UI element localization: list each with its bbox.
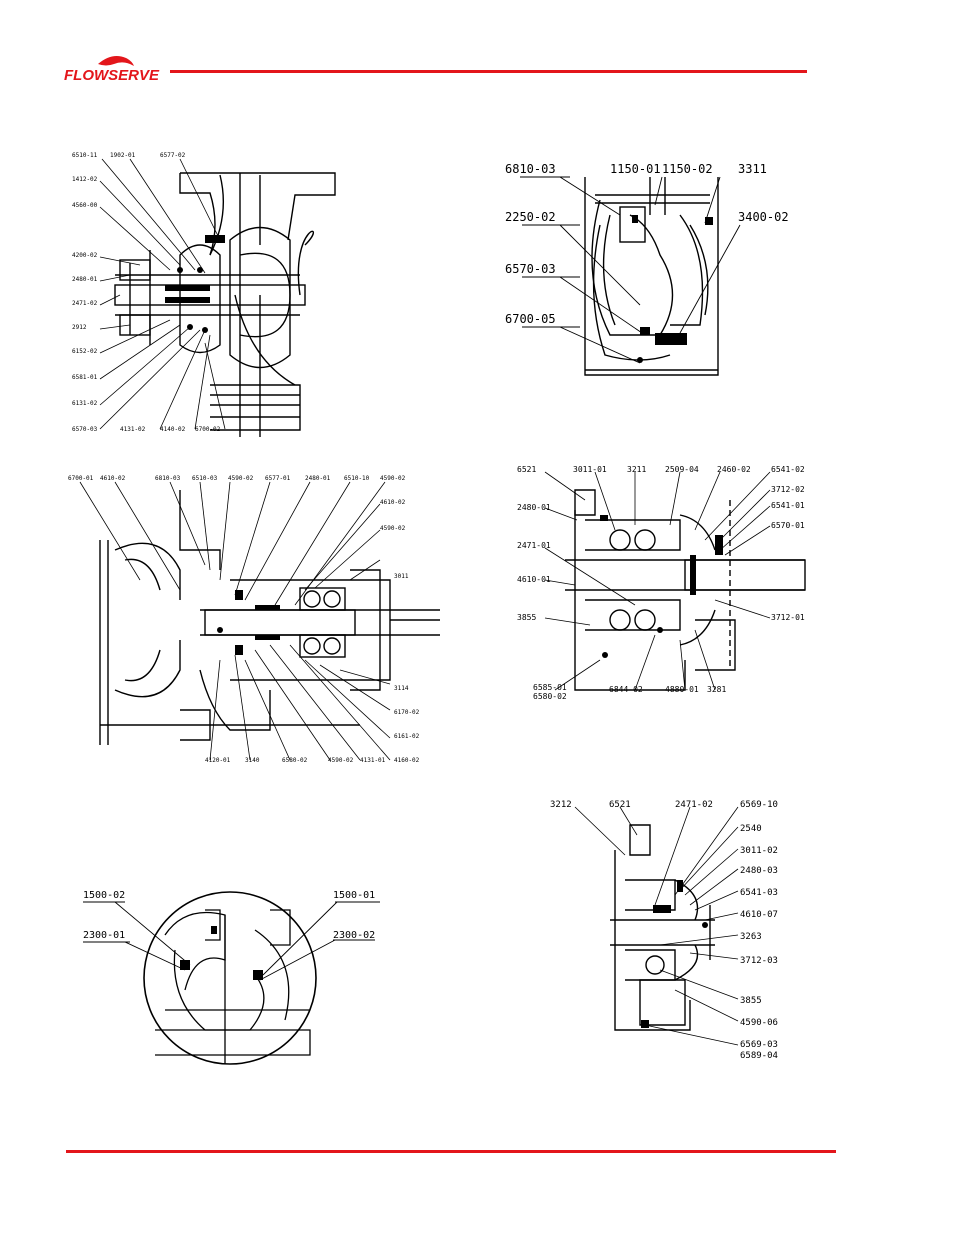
fig1-label: 1412-02 [72, 176, 98, 183]
fig4-label: 6580-02 [533, 692, 567, 701]
fig6-label: 2480-03 [740, 866, 778, 876]
fig1-label: 6700-02 [195, 426, 221, 433]
fig1-label: 6577-02 [160, 152, 186, 159]
fig6-label: 6569-10 [740, 800, 778, 810]
fig4-label: 6844-02 [609, 685, 643, 694]
fig3-label: 6510-10 [344, 475, 370, 482]
fig1-label: 4200-02 [72, 252, 98, 259]
fig5-label: 1500-02 [83, 890, 125, 901]
fig5-label: 2300-01 [83, 930, 125, 941]
figure2-impeller-section: 6810-03 1150-01 1150-02 3311 2250-02 340… [505, 162, 789, 376]
fig4-label: 2480-01 [517, 503, 551, 512]
fig1-label: 2471-02 [72, 300, 98, 307]
fig2-label: 6810-03 [505, 162, 556, 176]
fig1-label: 6152-02 [72, 348, 98, 355]
fig4-label: 2471-01 [517, 541, 551, 550]
fig1-label: 6581-01 [72, 374, 98, 381]
fig1-label: 4131-02 [120, 426, 146, 433]
fig3-label: 3140 [245, 757, 260, 764]
fig2-label: 1150-02 [662, 162, 713, 176]
fig4-label: 6521 [517, 465, 536, 474]
fig3-label: 4610-02 [100, 475, 126, 482]
fig4-label: 4610-01 [517, 575, 551, 584]
fig4-label: 6541-01 [771, 501, 805, 510]
fig2-label: 2250-02 [505, 210, 556, 224]
fig2-label: 3400-02 [738, 210, 789, 224]
fig6-label: 6569-03 [740, 1040, 778, 1050]
fig3-label: 6700-01 [68, 475, 94, 482]
fig3-label: 4131-01 [360, 757, 386, 764]
figure4-bearing-arrangement: 6521 3011-01 3211 2509-04 2460-02 6541-0… [517, 465, 806, 701]
fig6-label: 3855 [740, 996, 762, 1006]
fig2-label: 6570-03 [505, 262, 556, 276]
figure3-bearing-housing-section: 6700-01 4610-02 6810-03 6510-03 4590-02 … [68, 475, 440, 764]
fig6-label: 3712-03 [740, 956, 778, 966]
fig6-label: 3263 [740, 932, 762, 942]
fig4-label: 6541-02 [771, 465, 805, 474]
footer-rule [66, 1150, 836, 1153]
fig1-label: 2912 [72, 324, 87, 331]
fig3-label: 4590-02 [380, 475, 406, 482]
fig6-label: 4610-07 [740, 910, 778, 920]
fig1-label: 6131-02 [72, 400, 98, 407]
fig3-label: 4610-02 [380, 499, 406, 506]
fig2-label: 1150-01 [610, 162, 661, 176]
fig3-label: 2480-01 [305, 475, 331, 482]
fig6-label: 2540 [740, 824, 762, 834]
fig4-label: 3281 [707, 685, 726, 694]
fig6-label: 6541-03 [740, 888, 778, 898]
fig3-label: 4590-02 [228, 475, 254, 482]
fig6-label: 3011-02 [740, 846, 778, 856]
fig3-label: 4590-02 [328, 757, 354, 764]
logo-text: FLOWSERVE [64, 67, 160, 84]
fig5-label: 2300-02 [333, 930, 375, 941]
fig3-label: 3114 [394, 685, 409, 692]
fig4-label: 3211 [627, 465, 646, 474]
fig3-label: 6161-02 [394, 733, 420, 740]
fig4-label: 2509-04 [665, 465, 699, 474]
fig1-label: 6510-11 [72, 152, 98, 159]
fig3-label: 6810-03 [155, 475, 181, 482]
fig1-label: 2480-01 [72, 276, 98, 283]
logo-swoosh [98, 56, 134, 66]
fig4-label: 4880-01 [665, 685, 699, 694]
fig3-label: 6577-01 [265, 475, 291, 482]
fig6-label: 4590-06 [740, 1018, 778, 1028]
header-rule [170, 70, 807, 73]
fig6-label: 3212 [550, 800, 572, 810]
fig4-label: 2460-02 [717, 465, 751, 474]
fig3-label: 4120-01 [205, 757, 231, 764]
fig4-label: 3712-02 [771, 485, 805, 494]
fig1-label: 4140-02 [160, 426, 186, 433]
fig4-label: 3712-01 [771, 613, 805, 622]
fig3-label: 4590-02 [380, 525, 406, 532]
fig4-label: 3855 [517, 613, 536, 622]
fig3-label: 6580-02 [282, 757, 308, 764]
fig2-label: 6700-05 [505, 312, 556, 326]
fig6-label: 6521 [609, 800, 631, 810]
figure6-outboard-housing: 3212 6521 2471-02 6569-10 2540 3011-02 2… [550, 800, 778, 1061]
fig5-label: 1500-01 [333, 890, 375, 901]
fig4-label: 6570-01 [771, 521, 805, 530]
fig1-label: 6570-03 [72, 426, 98, 433]
figure5-wear-ring-detail: 1500-02 1500-01 2300-01 2300-02 [83, 890, 380, 1065]
fig3-label: 4160-02 [394, 757, 420, 764]
fig4-label: 6585-01 [533, 683, 567, 692]
fig6-label: 6589-04 [740, 1051, 778, 1061]
fig3-label: 6170-02 [394, 709, 420, 716]
flowserve-logo: FLOWSERVE [64, 56, 160, 84]
figure1-pump-section: 6510-11 1902-01 6577-02 1412-02 4560-00 … [72, 152, 336, 437]
fig3-label: 6510-03 [192, 475, 218, 482]
fig1-label: 4560-00 [72, 202, 98, 209]
fig3-label: 3011 [394, 573, 409, 580]
fig6-label: 2471-02 [675, 800, 713, 810]
fig1-label: 1902-01 [110, 152, 136, 159]
fig2-label: 3311 [738, 162, 767, 176]
fig4-label: 3011-01 [573, 465, 607, 474]
